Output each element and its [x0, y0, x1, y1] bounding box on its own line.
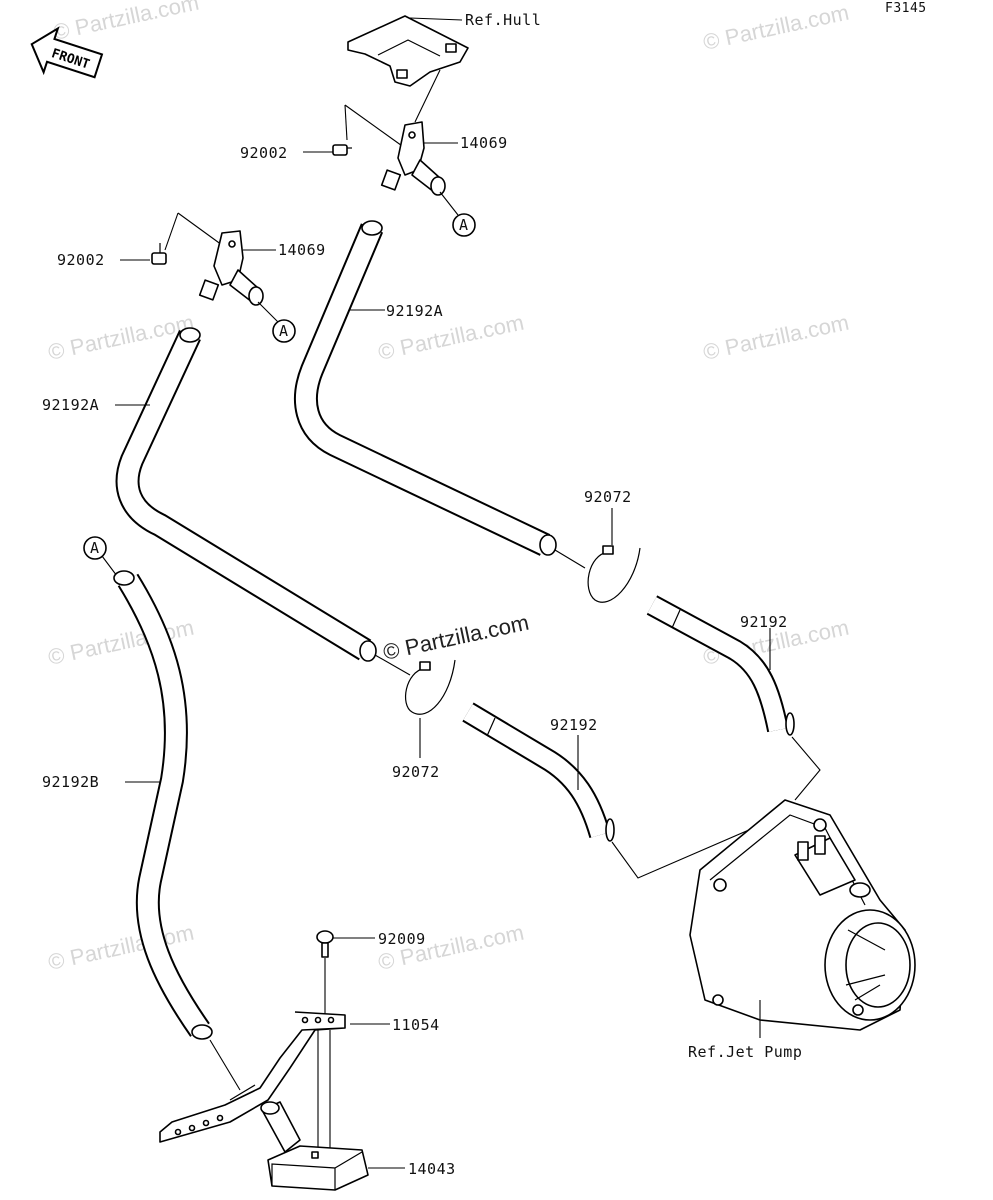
fitting-lower	[198, 230, 264, 306]
hose-92192b	[113, 570, 213, 1040]
jet-pump	[689, 799, 916, 1031]
screw-upper	[332, 144, 352, 156]
connector-a-label: A	[90, 539, 100, 557]
connector-a-marker	[83, 536, 107, 560]
connector-a-label: A	[279, 322, 289, 340]
ref-hull-label: Ref.Hull	[465, 11, 541, 29]
hose-92192a-left	[115, 327, 377, 662]
part-label-92192-center: 92192	[550, 716, 598, 734]
part-label-92072-upper: 92072	[584, 488, 632, 506]
part-label-92009: 92009	[378, 930, 426, 948]
connector-a-marker	[452, 213, 476, 237]
part-label-14069-lower: 14069	[278, 241, 326, 259]
ref-jet-pump-label: Ref.Jet Pump	[688, 1043, 802, 1061]
part-label-92002-upper: 92002	[240, 144, 288, 162]
part-label-92192b: 92192B	[42, 773, 99, 791]
hose-92192-right	[646, 595, 795, 736]
watermark: © Partzilla.com	[701, 310, 851, 365]
bracket-11054	[159, 1011, 346, 1143]
fitting-upper	[380, 121, 446, 196]
clamp-92072-upper	[587, 545, 641, 603]
screw-lower	[151, 243, 167, 265]
figure-code: F3145	[885, 1, 927, 16]
part-label-92072-lower: 92072	[392, 763, 440, 781]
part-label-14069-upper: 14069	[460, 134, 508, 152]
watermark: © Partzilla.com	[51, 0, 201, 45]
watermark-center: © Partzilla.com	[381, 610, 531, 665]
part-label-92002-lower: 92002	[57, 251, 105, 269]
filter-14043	[260, 1101, 369, 1191]
connector-a-marker	[272, 319, 296, 343]
part-label-92192a-right: 92192A	[386, 302, 443, 320]
part-label-92192a-left: 92192A	[42, 396, 99, 414]
hose-92192a-right	[294, 220, 557, 556]
watermark: © Partzilla.com	[701, 0, 851, 55]
clamp-92072-lower	[404, 659, 456, 715]
part-label-11054: 11054	[392, 1016, 440, 1034]
hull-bracket	[347, 15, 469, 87]
connector-a-label: A	[459, 216, 469, 234]
part-label-14043: 14043	[408, 1160, 456, 1178]
screw-92009	[316, 930, 334, 958]
part-label-92192-right: 92192	[740, 613, 788, 631]
